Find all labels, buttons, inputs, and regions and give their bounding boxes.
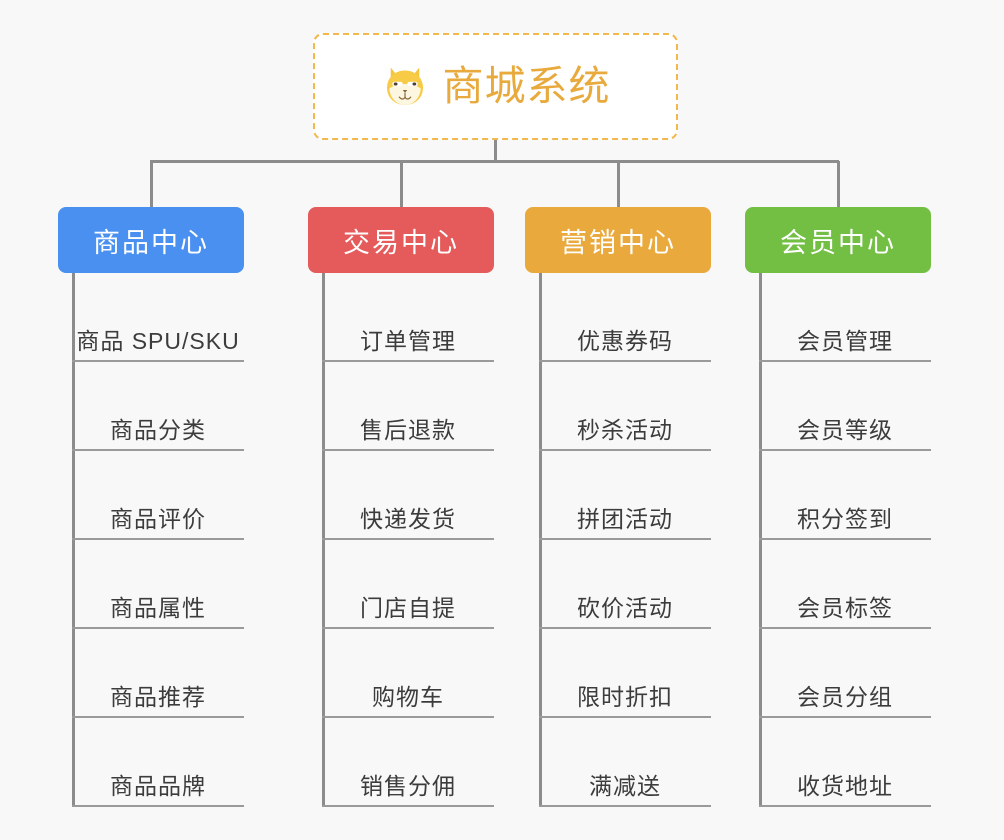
branch-drop-connector: [837, 161, 840, 207]
leaf-label: 会员等级: [797, 417, 893, 443]
root-node-shop-system[interactable]: 商城系统: [313, 33, 678, 140]
leaf-item[interactable]: 会员分组: [759, 629, 931, 718]
leaf-label: 商品分类: [110, 417, 206, 443]
leaf-item[interactable]: 售后退款: [322, 362, 494, 451]
leaf-item[interactable]: 商品属性: [72, 540, 244, 629]
leaf-label: 优惠券码: [577, 328, 673, 354]
leaf-list-1: 商品 SPU/SKU 商品分类 商品评价 商品属性 商品推荐 商品品牌: [72, 273, 244, 807]
leaf-label: 商品品牌: [110, 773, 206, 799]
leaf-label: 会员分组: [797, 684, 893, 710]
leaf-item[interactable]: 满减送: [539, 718, 711, 807]
leaf-item[interactable]: 商品 SPU/SKU: [72, 273, 244, 362]
branch-spine-4: [759, 273, 762, 807]
leaf-label: 拼团活动: [577, 506, 673, 532]
leaf-list-4: 会员管理 会员等级 积分签到 会员标签 会员分组 收货地址: [759, 273, 931, 807]
leaf-item[interactable]: 积分签到: [759, 451, 931, 540]
branch-spine-3: [539, 273, 542, 807]
leaf-item[interactable]: 购物车: [322, 629, 494, 718]
leaf-list-3: 优惠券码 秒杀活动 拼团活动 砍价活动 限时折扣 满减送: [539, 273, 711, 807]
category-header-2[interactable]: 交易中心: [308, 207, 494, 273]
category-header-3[interactable]: 营销中心: [525, 207, 711, 273]
leaf-label: 限时折扣: [577, 684, 673, 710]
leaf-label: 订单管理: [360, 328, 456, 354]
leaf-item[interactable]: 商品分类: [72, 362, 244, 451]
leaf-label: 商品属性: [110, 595, 206, 621]
leaf-label: 快递发货: [360, 506, 456, 532]
leaf-label: 商品推荐: [110, 684, 206, 710]
leaf-label: 商品 SPU/SKU: [76, 328, 240, 354]
leaf-label: 收货地址: [797, 773, 893, 799]
root-stem-connector: [494, 140, 497, 162]
leaf-item[interactable]: 订单管理: [322, 273, 494, 362]
horizontal-bus-connector: [150, 160, 839, 163]
leaf-item[interactable]: 会员管理: [759, 273, 931, 362]
leaf-item[interactable]: 优惠券码: [539, 273, 711, 362]
leaf-label: 会员标签: [797, 595, 893, 621]
root-node-title: 商城系统: [442, 63, 611, 109]
leaf-label: 秒杀活动: [577, 417, 673, 443]
leaf-label: 售后退款: [360, 417, 456, 443]
leaf-item[interactable]: 快递发货: [322, 451, 494, 540]
leaf-label: 销售分佣: [360, 773, 456, 799]
category-header-1[interactable]: 商品中心: [58, 207, 244, 273]
leaf-item[interactable]: 会员标签: [759, 540, 931, 629]
category-title-1: 商品中心: [93, 227, 209, 258]
leaf-item[interactable]: 收货地址: [759, 718, 931, 807]
leaf-item[interactable]: 限时折扣: [539, 629, 711, 718]
branch-spine-2: [322, 273, 325, 807]
branch-drop-connector: [617, 161, 620, 207]
leaf-item[interactable]: 商品品牌: [72, 718, 244, 807]
leaf-label: 积分签到: [797, 506, 893, 532]
leaf-label: 满减送: [589, 773, 661, 799]
category-title-3: 营销中心: [560, 227, 676, 258]
leaf-item[interactable]: 砍价活动: [539, 540, 711, 629]
category-header-4[interactable]: 会员中心: [745, 207, 931, 273]
category-title-2: 交易中心: [343, 227, 459, 258]
branch-drop-connector: [400, 161, 403, 207]
leaf-list-2: 订单管理 售后退款 快递发货 门店自提 购物车 销售分佣: [322, 273, 494, 807]
leaf-label: 购物车: [372, 684, 444, 710]
leaf-item[interactable]: 拼团活动: [539, 451, 711, 540]
leaf-item[interactable]: 会员等级: [759, 362, 931, 451]
branch-drop-connector: [150, 161, 153, 207]
leaf-item[interactable]: 商品推荐: [72, 629, 244, 718]
leaf-item[interactable]: 门店自提: [322, 540, 494, 629]
leaf-item[interactable]: 销售分佣: [322, 718, 494, 807]
leaf-label: 门店自提: [360, 595, 456, 621]
leaf-label: 商品评价: [110, 506, 206, 532]
shiba-dog-icon: [386, 67, 423, 105]
branch-spine-1: [72, 273, 75, 807]
leaf-label: 会员管理: [797, 328, 893, 354]
category-title-4: 会员中心: [780, 227, 896, 258]
leaf-item[interactable]: 秒杀活动: [539, 362, 711, 451]
leaf-label: 砍价活动: [577, 595, 673, 621]
leaf-item[interactable]: 商品评价: [72, 451, 244, 540]
